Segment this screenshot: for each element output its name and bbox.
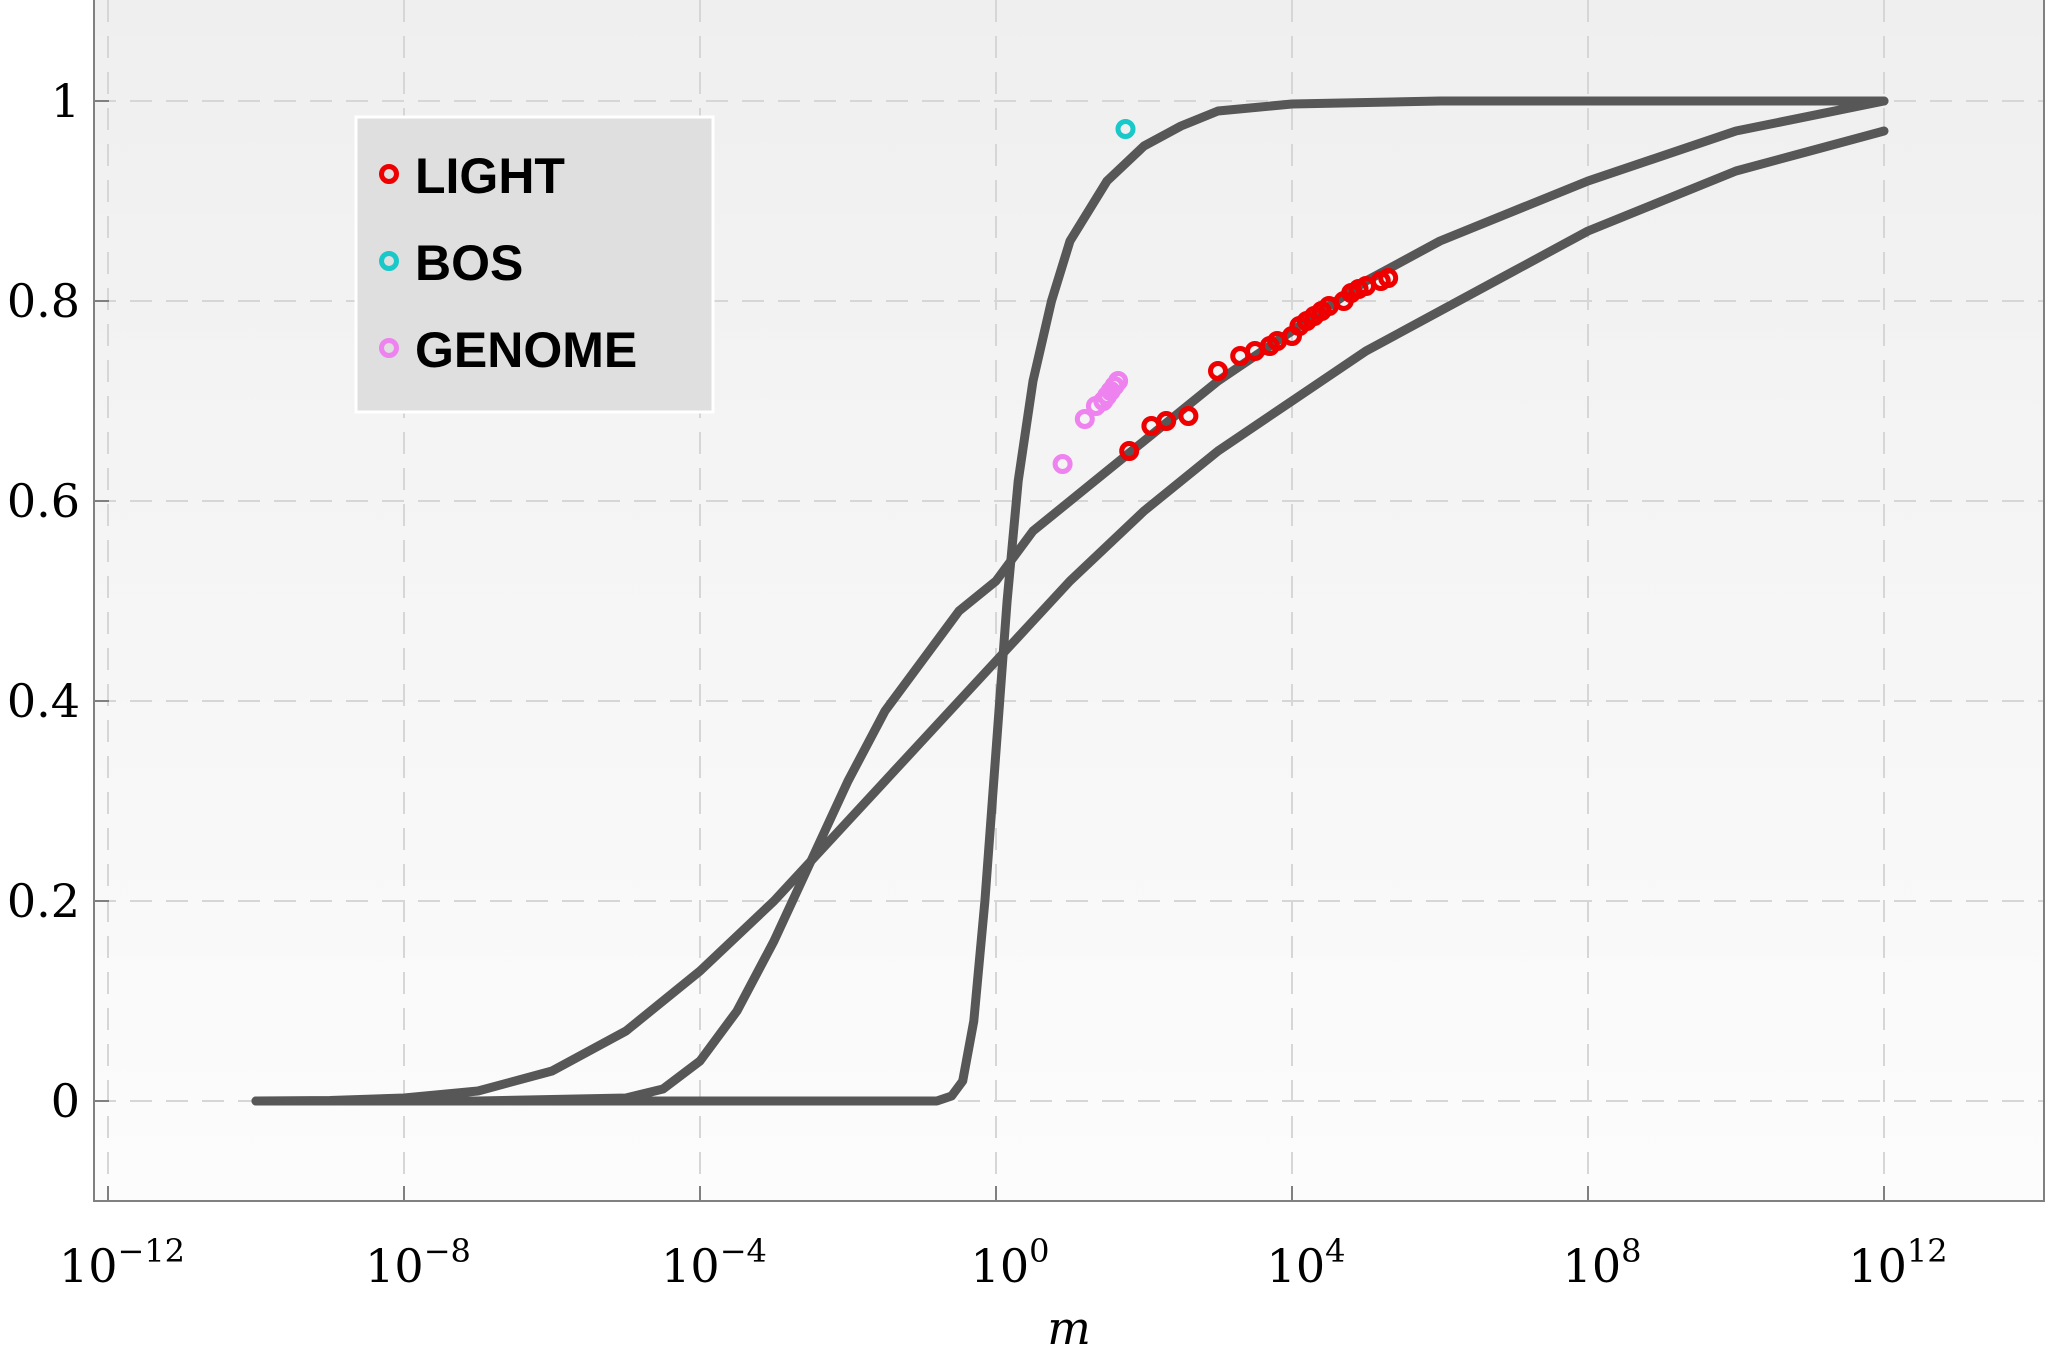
y-tick-label: 0.8 (7, 274, 80, 328)
light-point (1378, 268, 1399, 288)
x-tick-label: 1012 (1848, 1232, 1947, 1293)
markers (1052, 119, 1399, 474)
genome-point (1074, 409, 1095, 429)
y-tick-label: 0.2 (7, 874, 80, 928)
legend-box (354, 115, 715, 414)
legend-label-light: LIGHT (415, 148, 565, 204)
y-tick-label: 0.4 (7, 674, 80, 728)
genome-point (1108, 371, 1129, 391)
x-tick-label: 10−4 (661, 1232, 767, 1293)
y-tick-label: 1 (51, 74, 80, 128)
y-tick-label: 0.6 (7, 474, 80, 528)
y-tick-label: 0 (51, 1074, 80, 1128)
x-tick-label: 10−12 (59, 1232, 185, 1293)
x-tick-label: 100 (971, 1232, 1050, 1293)
legend: LIGHT BOS GENOME (354, 115, 715, 414)
x-tick-label: 108 (1563, 1232, 1642, 1293)
legend-marker-bos (379, 251, 399, 271)
x-axis-label: m (1047, 1301, 1091, 1349)
y-axis-ticks: 0 0.2 0.4 0.6 0.8 1 (7, 74, 109, 1128)
light-point (1119, 441, 1140, 461)
model-curve (251, 96, 1889, 1106)
x-axis-ticks: 10−12 10−8 10−4 100 104 108 1012 (59, 1186, 1948, 1293)
x-tick-label: 104 (1267, 1232, 1346, 1293)
legend-label-bos: BOS (415, 235, 523, 291)
legend-label-genome: GENOME (415, 322, 637, 378)
curves (251, 96, 1889, 1106)
axes-frame (93, 0, 2045, 1202)
legend-marker-genome (379, 338, 399, 358)
model-curve (251, 96, 1889, 1106)
legend-marker-light (379, 164, 399, 184)
x-tick-label: 10−8 (365, 1232, 471, 1293)
genome-point (1052, 454, 1073, 474)
light-point (1178, 406, 1199, 426)
light-point (1156, 411, 1177, 431)
model-curve (251, 126, 1889, 1106)
bos-point (1115, 119, 1136, 139)
light-point (1208, 361, 1228, 381)
